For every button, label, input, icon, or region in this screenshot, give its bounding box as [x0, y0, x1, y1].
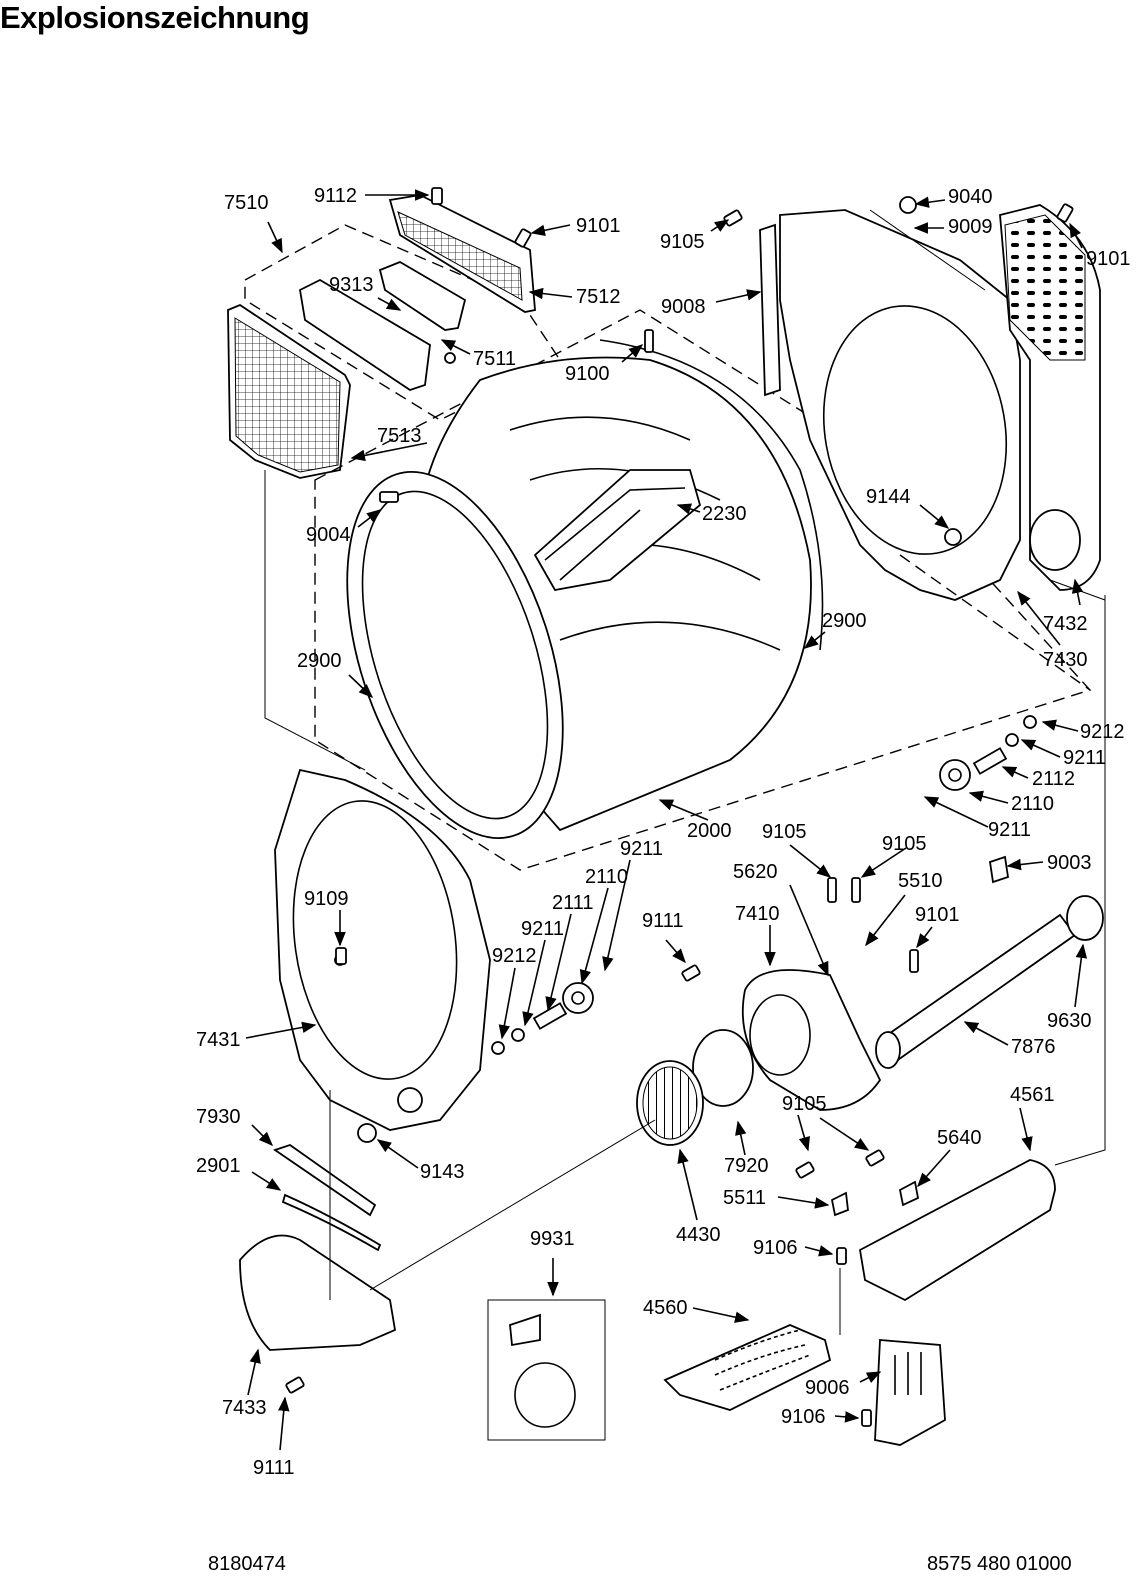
exhaust-seal [1066, 895, 1104, 941]
rear-bulkhead-panel [779, 209, 1021, 601]
callout-2900: 2900 [297, 650, 342, 672]
page-title: Explosionszeichnung [0, 0, 310, 35]
callout-9111: 9111 [253, 1457, 295, 1479]
callout-9004: 9004 [306, 524, 351, 546]
callout-2230: 2230 [702, 503, 747, 525]
callout-9105: 9105 [782, 1093, 827, 1115]
callout-4560: 4560 [643, 1297, 688, 1319]
callout-5510: 5510 [898, 870, 943, 892]
callout-2110: 2110 [585, 866, 628, 888]
callout-7512: 7512 [576, 286, 621, 308]
lint-filter-frame [299, 278, 431, 391]
callout-7433: 7433 [222, 1397, 267, 1419]
lint-filter-bracket [378, 261, 467, 331]
callout-9931: 9931 [530, 1228, 575, 1250]
leader-guides [264, 470, 1106, 1335]
callout-7410: 7410 [735, 903, 780, 925]
callout-9211: 9211 [1063, 747, 1106, 769]
callout-9009: 9009 [948, 216, 993, 238]
callout-9143: 9143 [420, 1161, 465, 1183]
exhaust-outlet [1029, 509, 1081, 571]
callout-7510: 7510 [224, 192, 269, 214]
blower-and-motor [636, 895, 1104, 1146]
callout-9105: 9105 [882, 833, 927, 855]
rear-bulkhead [759, 204, 1101, 601]
callout-9112: 9112 [314, 185, 357, 207]
callout-9101: 9101 [1086, 248, 1131, 270]
callouts: 7510 9112 9101 9313 7512 7511 7513 9004 … [196, 185, 1131, 1479]
heater-box [859, 1159, 1056, 1302]
screws [285, 187, 1074, 1427]
callout-7930: 7930 [196, 1106, 241, 1128]
callout-9105: 9105 [762, 821, 807, 843]
callout-9008: 9008 [661, 296, 706, 318]
callout-4561: 4561 [1010, 1084, 1055, 1106]
callout-2110: 2110 [1011, 793, 1054, 815]
callout-9100: 9100 [565, 363, 610, 385]
callout-9111: 9111 [642, 910, 684, 932]
callout-2900: 2900 [822, 610, 867, 632]
callout-9101: 9101 [576, 215, 621, 237]
callout-7431: 7431 [196, 1029, 241, 1051]
callout-7513: 7513 [377, 425, 422, 447]
callout-5511: 5511 [723, 1187, 766, 1209]
callout-9106: 9106 [781, 1406, 826, 1428]
callout-9630: 9630 [1047, 1010, 1092, 1032]
drum-assembly [314, 309, 1092, 871]
callout-9003: 9003 [1047, 852, 1092, 874]
callout-5640: 5640 [937, 1127, 982, 1149]
callout-2000: 2000 [687, 820, 732, 842]
thermostat-5640 [898, 1180, 920, 1207]
kit-9931-box [487, 1299, 606, 1441]
front-duct-assembly [239, 1092, 606, 1441]
heater-bracket [874, 1339, 946, 1446]
callout-7430: 7430 [1043, 649, 1088, 671]
callout-7876: 7876 [1011, 1036, 1056, 1058]
callout-9211: 9211 [620, 838, 663, 860]
callout-7432: 7432 [1043, 613, 1088, 635]
callout-2112: 2112 [1032, 768, 1075, 790]
callout-9212: 9212 [492, 945, 537, 967]
callout-9105: 9105 [660, 231, 705, 253]
heating-element [663, 1324, 832, 1411]
front-bulkhead [274, 768, 491, 1131]
lint-duct-7433 [239, 1234, 397, 1351]
drawing-number: 8180474 [208, 1553, 286, 1575]
callout-7511: 7511 [473, 348, 516, 370]
callout-9040: 9040 [948, 186, 993, 208]
blower-seal [692, 1029, 754, 1107]
seal-2901 [281, 1193, 382, 1252]
callout-9109: 9109 [304, 888, 349, 910]
drum-seal-rear [599, 339, 824, 651]
seal-7930 [272, 1144, 377, 1217]
callout-2111: 2111 [552, 892, 594, 914]
heater-assembly [663, 1159, 1056, 1446]
callout-7920: 7920 [724, 1155, 769, 1177]
clip-9003 [988, 855, 1010, 884]
callout-9211: 9211 [988, 819, 1031, 841]
drum-roller-assemblies [491, 715, 1037, 1055]
callout-2901: 2901 [196, 1155, 241, 1177]
callout-9106: 9106 [753, 1237, 798, 1259]
part-number: 8575 480 01000 [927, 1553, 1072, 1575]
callout-4430: 4430 [676, 1224, 721, 1246]
callout-5620: 5620 [733, 861, 778, 883]
callout-9212: 9212 [1080, 721, 1125, 743]
rear-support-bracket [759, 223, 781, 397]
callout-9313: 9313 [329, 274, 374, 296]
callout-9006: 9006 [805, 1377, 850, 1399]
lint-filter-assembly [227, 194, 562, 479]
callout-9101: 9101 [915, 904, 960, 926]
blower-housing [741, 969, 882, 1111]
thermostat-5511 [830, 1191, 849, 1217]
callout-9144: 9144 [866, 486, 911, 508]
callout-9211: 9211 [521, 918, 564, 940]
